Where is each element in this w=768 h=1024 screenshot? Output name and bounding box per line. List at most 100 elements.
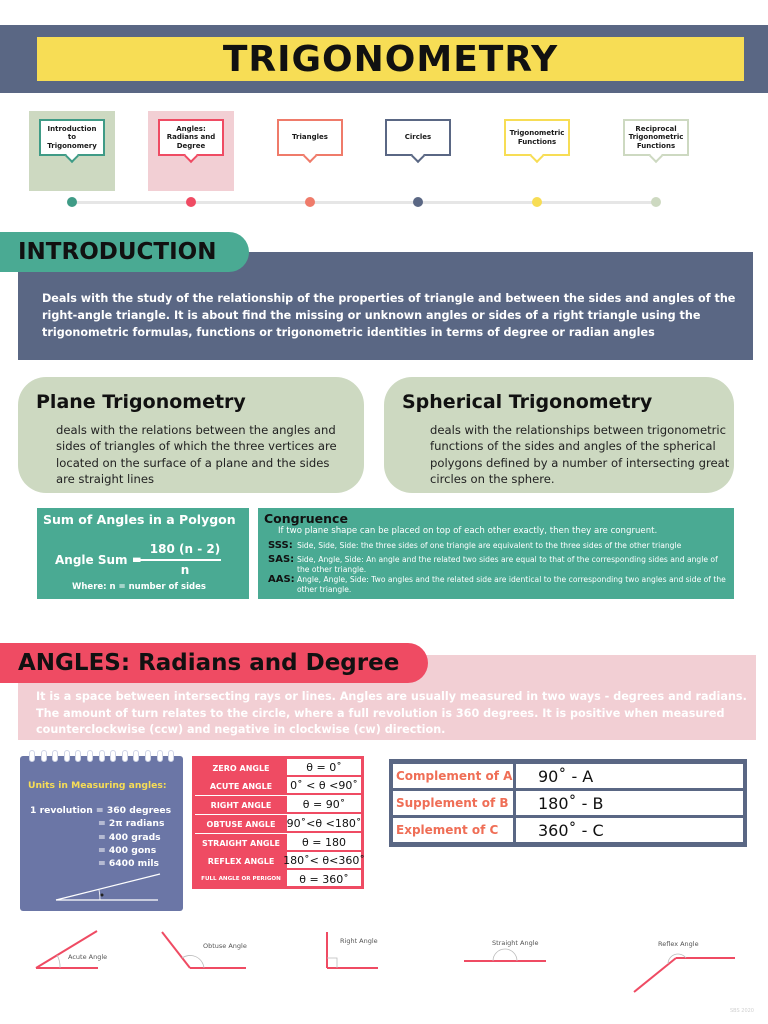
reflex-angle-diagram bbox=[633, 953, 735, 993]
timeline-dot bbox=[186, 197, 196, 207]
relation-name: Complement of A bbox=[396, 769, 513, 783]
table-row: OBTUSE ANGLE 90˚<θ <180˚ bbox=[195, 815, 361, 833]
units-row: = 400 grads bbox=[98, 832, 161, 843]
notepad-ring bbox=[98, 750, 105, 762]
page-title: TRIGONOMETRY bbox=[222, 38, 559, 80]
notepad-ring bbox=[87, 750, 93, 762]
table-row: RIGHT ANGLE θ = 90˚ bbox=[195, 796, 361, 814]
angle-type-name: ACUTE ANGLE bbox=[195, 777, 287, 795]
fraction-line-left bbox=[133, 559, 149, 561]
angle-type-name: OBTUSE ANGLE bbox=[195, 815, 287, 833]
right-angle-label: Right Angle bbox=[340, 937, 378, 945]
title-banner: TRIGONOMETRY bbox=[37, 37, 744, 81]
angle-type-value: 180˚< θ<360˚ bbox=[283, 852, 365, 870]
notepad-ring bbox=[121, 750, 128, 762]
angle-types-table: ZERO ANGLE θ = 0˚ ACUTE ANGLE 0˚ < θ <90… bbox=[192, 756, 365, 889]
table-row: ZERO ANGLE θ = 0˚ bbox=[195, 759, 361, 777]
units-title: Units in Measuring angles: bbox=[28, 780, 167, 791]
timeline-dot bbox=[651, 197, 661, 207]
notepad-ring bbox=[110, 750, 117, 762]
timeline-step-label: Angles: Radians and Degree bbox=[166, 124, 216, 150]
relation-name: Explement of C bbox=[396, 823, 499, 837]
notepad-ring bbox=[156, 750, 163, 762]
notepad-ring bbox=[29, 750, 35, 762]
congruence-rule: SAS:Side, Angle, Side: An angle and the … bbox=[268, 555, 728, 575]
notepad-ring bbox=[75, 750, 82, 762]
angle-sketch-icon bbox=[55, 873, 161, 901]
relation-value: 360˚ - C bbox=[538, 820, 604, 840]
table-row: Complement of A 90˚ - A bbox=[393, 764, 743, 788]
column-divider bbox=[513, 764, 516, 788]
column-divider bbox=[513, 791, 516, 815]
sum-angles-title: Sum of Angles in a Polygon bbox=[43, 512, 236, 527]
rule-text: Angle, Angle, Side: Two angles and the r… bbox=[297, 575, 726, 594]
angle-type-value: 90˚<θ <180˚ bbox=[287, 815, 361, 833]
relation-name: Supplement of B bbox=[396, 796, 509, 810]
angle-type-name: RIGHT ANGLE bbox=[195, 796, 287, 814]
obtuse-angle-label: Obtuse Angle bbox=[203, 942, 247, 950]
angle-type-value: 0˚ < θ <90˚ bbox=[287, 777, 361, 795]
sum-angles-panel: Sum of Angles in a Polygon Angle Sum = 1… bbox=[37, 508, 249, 599]
relation-value: 90˚ - A bbox=[538, 766, 594, 786]
angles-text: It is a space between intersecting rays … bbox=[36, 690, 747, 736]
fraction-denominator: n bbox=[180, 562, 190, 577]
table-row: STRAIGHT ANGLE θ = 180 bbox=[195, 834, 361, 852]
intro-text: Deals with the study of the relationship… bbox=[42, 292, 736, 339]
timeline-dot bbox=[305, 197, 315, 207]
timeline-dot bbox=[532, 197, 542, 207]
notepad-ring bbox=[63, 750, 70, 762]
congruence-rule: SSS: Side, Side, Side: the three sides of… bbox=[268, 541, 728, 551]
spherical-card: Spherical Trigonometry deals with the re… bbox=[384, 377, 734, 493]
units-row: = 400 gons bbox=[98, 845, 157, 856]
plane-card: Plane Trigonometry deals with the relati… bbox=[18, 377, 364, 493]
angle-type-value: θ = 90˚ bbox=[287, 796, 361, 814]
column-divider bbox=[513, 818, 516, 842]
obtuse-angle-diagram bbox=[161, 931, 246, 969]
relation-value: 180˚ - B bbox=[538, 793, 604, 813]
table-row: FULL ANGLE OR PERIGON θ = 360˚ bbox=[195, 870, 361, 888]
timeline-track bbox=[72, 201, 657, 204]
plane-title: Plane Trigonometry bbox=[36, 391, 246, 413]
timeline-step-label: Triangles bbox=[292, 133, 328, 142]
rule-text: Side, Side, Side: the three sides of one… bbox=[297, 541, 682, 550]
notepad-ring bbox=[133, 750, 140, 762]
notepad-ring bbox=[145, 750, 151, 762]
rule-code: SSS: bbox=[268, 540, 293, 551]
table-row: REFLEX ANGLE 180˚< θ<360˚ bbox=[195, 852, 365, 870]
straight-angle-diagram bbox=[464, 948, 546, 962]
acute-angle-diagram bbox=[35, 930, 98, 969]
timeline-step-label: Trigonometric Functions bbox=[509, 129, 565, 146]
angle-diagrams bbox=[35, 930, 735, 993]
timeline-step-label: Circles bbox=[404, 133, 432, 142]
notepad-ring bbox=[168, 750, 175, 762]
congruence-rule: AAS:Angle, Angle, Side: Two angles and t… bbox=[268, 575, 728, 595]
notepad-ring bbox=[52, 750, 59, 762]
acute-angle-label: Acute Angle bbox=[68, 953, 108, 961]
units-row: = 2π radians bbox=[98, 818, 165, 829]
congruence-panel: Congruence If two plane shape can be pla… bbox=[258, 508, 734, 599]
angle-type-value: θ = 360˚ bbox=[299, 872, 349, 886]
sum-angles-label: Angle Sum = bbox=[55, 553, 142, 567]
angles-heading: ANGLES: Radians and Degree bbox=[0, 643, 428, 683]
timeline-step-label: Reciprocal Trigonometric Functions bbox=[628, 124, 684, 150]
table-row: Supplement of B 180˚ - B bbox=[393, 791, 743, 815]
fraction-numerator: 180 (n - 2) bbox=[149, 542, 221, 556]
congruence-title: Congruence bbox=[264, 511, 348, 526]
reflex-angle-label: Reflex Angle bbox=[658, 940, 699, 948]
intro-heading: INTRODUCTION bbox=[0, 232, 249, 272]
angle-type-name: STRAIGHT ANGLE bbox=[195, 834, 287, 852]
timeline-dot bbox=[413, 197, 423, 207]
angle-type-name: REFLEX ANGLE bbox=[195, 852, 287, 870]
sum-fraction: 180 (n - 2) n bbox=[149, 542, 221, 577]
angle-type-name: FULL ANGLE OR PERIGON bbox=[195, 870, 287, 888]
straight-angle-label: Straight Angle bbox=[492, 939, 539, 947]
congruence-intro: If two plane shape can be placed on top … bbox=[278, 526, 658, 536]
right-angle-diagram bbox=[326, 932, 378, 969]
angle-type-value: θ = 180 bbox=[287, 834, 361, 852]
table-row: ACUTE ANGLE 0˚ < θ <90˚ bbox=[195, 777, 361, 795]
sum-angles-where: Where: n = number of sides bbox=[72, 582, 206, 592]
units-notepad: Units in Measuring angles: 1 revolution … bbox=[20, 750, 183, 911]
units-row: = 6400 mils bbox=[98, 858, 160, 869]
rule-text: Side, Angle, Side: An angle and the rela… bbox=[297, 555, 718, 574]
fraction-bar bbox=[149, 559, 221, 561]
